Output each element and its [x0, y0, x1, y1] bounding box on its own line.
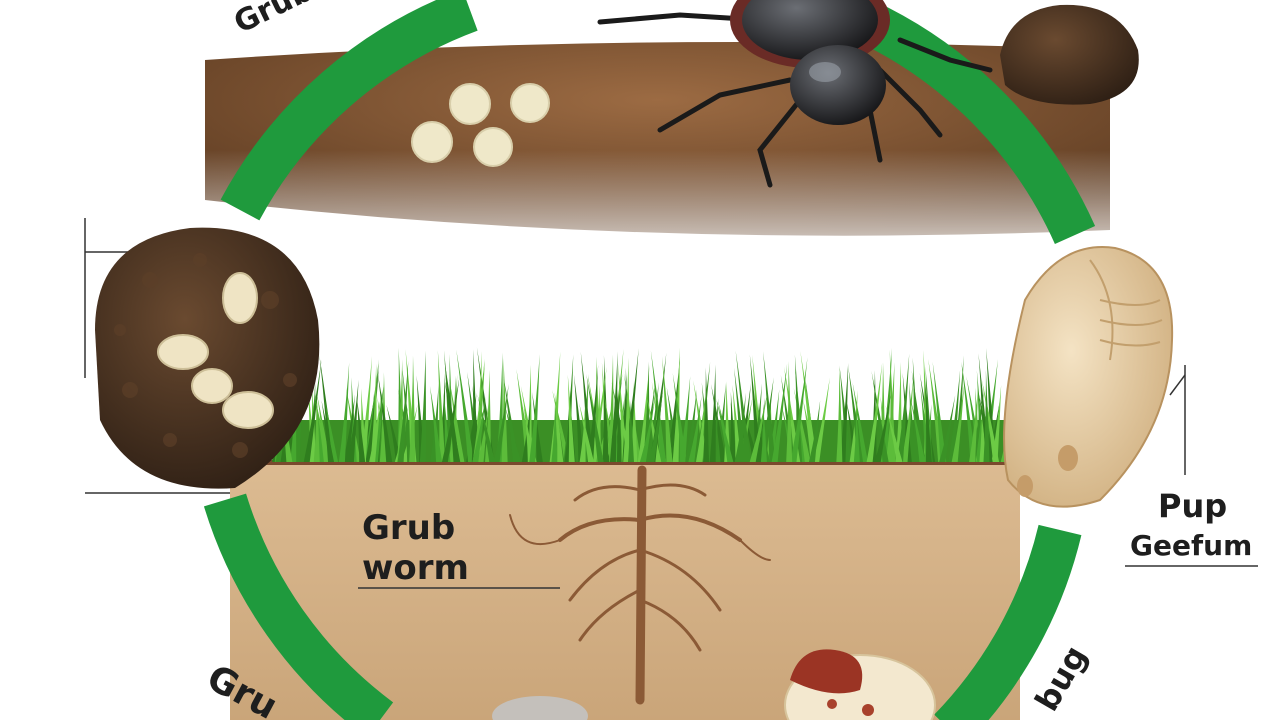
grass-icon: [272, 347, 1018, 462]
grub-worm-label-line1: Grub: [362, 508, 456, 548]
egg-cluster-icon: [411, 83, 550, 167]
beetle-icon: [597, 0, 993, 188]
root-icon: [509, 465, 771, 705]
pupa-sublabel: Geefum: [1130, 529, 1253, 562]
grub-larva-icon: [784, 649, 936, 728]
pupa-icon: [1003, 246, 1174, 508]
grub-worm-label: Grub worm: [362, 508, 469, 588]
dung-ball-icon: [95, 227, 320, 489]
grub-worm-label-line2: worm: [362, 548, 469, 588]
leader-lines: [84, 218, 1258, 589]
dung-clump-icon: [1000, 4, 1139, 105]
pupa-label: Pup: [1158, 487, 1228, 525]
